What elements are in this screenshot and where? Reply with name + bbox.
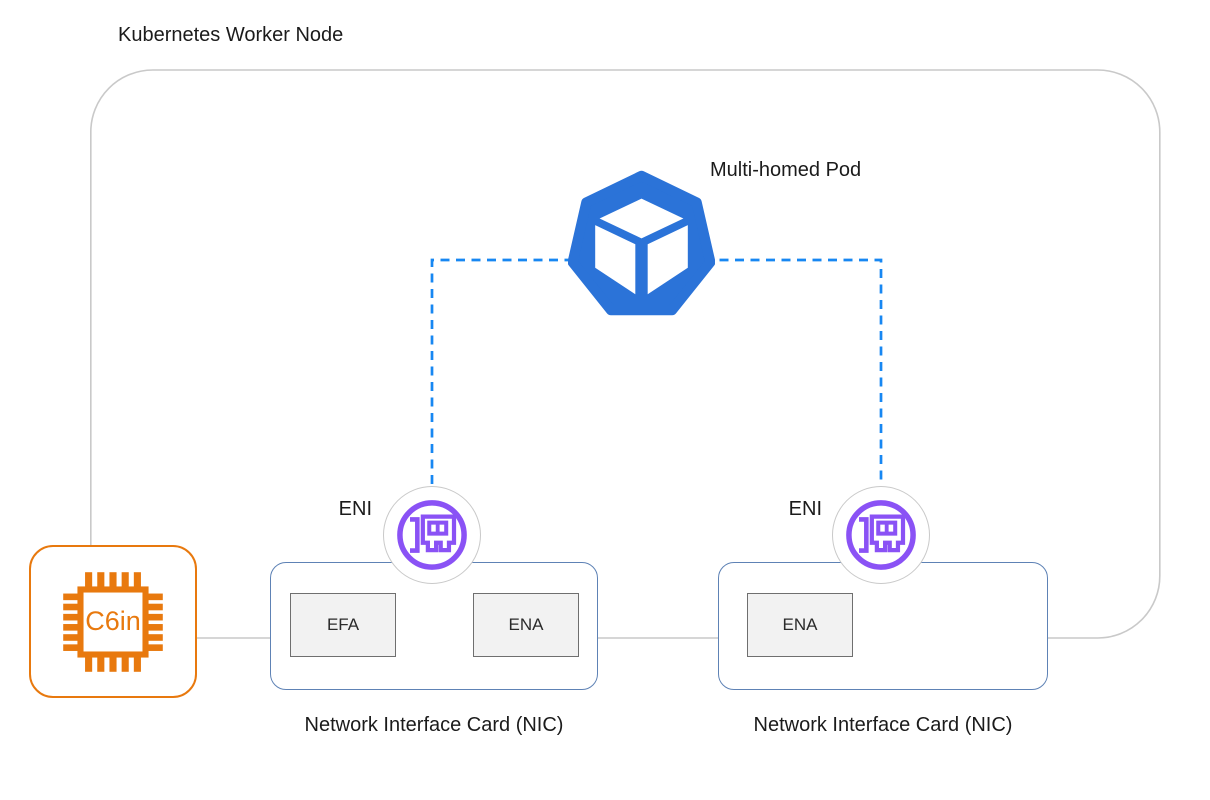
worker-node-title: Kubernetes Worker Node — [118, 24, 344, 46]
eni-badge-right — [832, 486, 930, 584]
adapter-box-efa: EFA — [290, 593, 396, 657]
adapter-label: ENA — [782, 615, 818, 634]
adapter-box-ena: ENA — [747, 593, 853, 657]
instance-type-label: C6in — [85, 606, 141, 636]
elastic-network-interface-icon — [846, 500, 916, 570]
adapter-box-ena: ENA — [473, 593, 579, 657]
kubernetes-pod-icon — [568, 170, 715, 316]
elastic-network-interface-icon — [397, 500, 467, 570]
eni-badge-left — [383, 486, 481, 584]
instance-badge: C6in — [29, 545, 197, 698]
adapter-label: ENA — [508, 615, 544, 634]
pod-label: Multi-homed Pod — [710, 159, 862, 181]
nic-caption-right: Network Interface Card (NIC) — [753, 714, 1013, 736]
nic-box-left: EFA ENA — [270, 562, 598, 690]
worker-node-border — [90, 69, 1161, 639]
nic-caption-left: Network Interface Card (NIC) — [304, 714, 564, 736]
pod-to-eni-dashed-connector — [430, 258, 883, 484]
eni-label-left: ENI — [338, 498, 372, 520]
ec2-instance-chip-icon — [63, 571, 163, 672]
nic-box-right: ENA — [718, 562, 1048, 690]
eni-label-right: ENI — [788, 498, 822, 520]
adapter-label: EFA — [326, 615, 360, 634]
